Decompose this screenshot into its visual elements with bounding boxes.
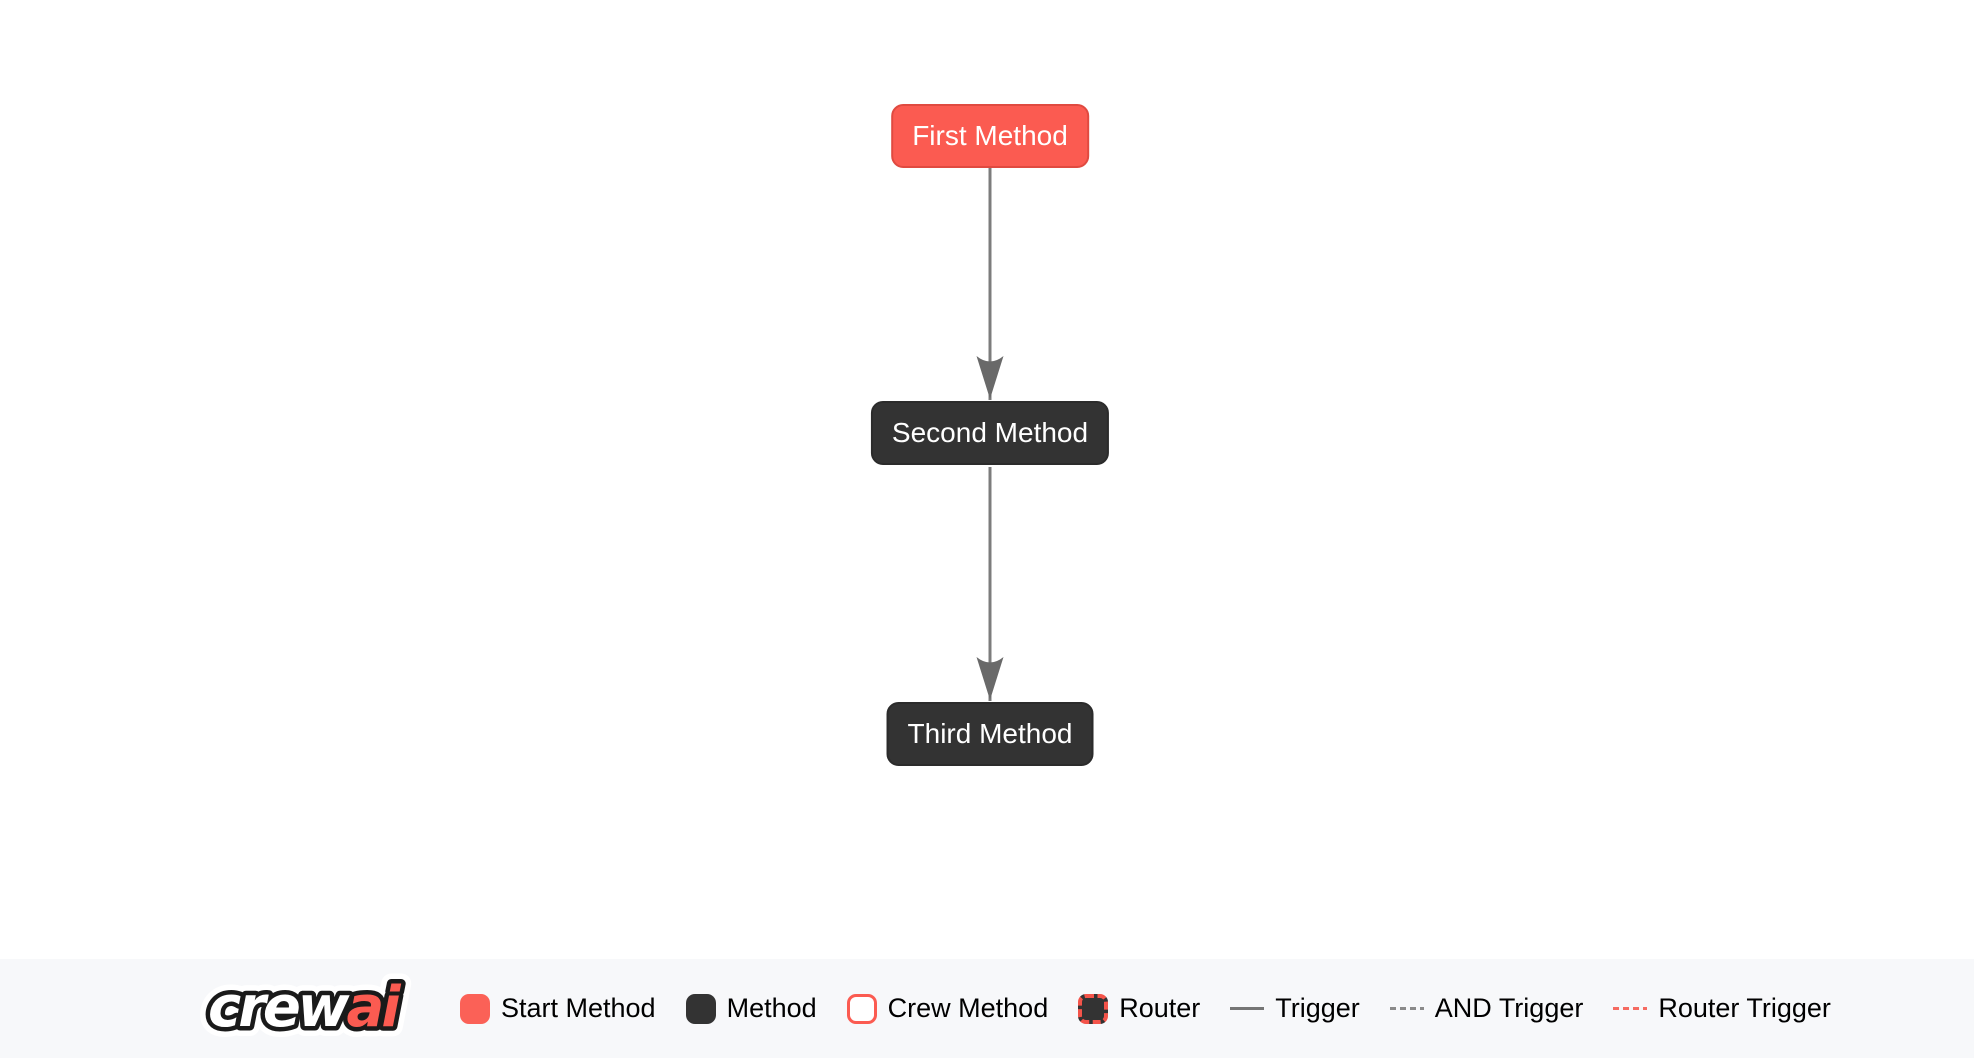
crewai-logo: crewai crewai — [198, 968, 414, 1050]
node-second-method[interactable]: Second Method — [870, 401, 1110, 465]
node-third-method[interactable]: Third Method — [886, 702, 1094, 766]
legend-bar: crewai crewai Start Method Method Crew M… — [0, 959, 1974, 1058]
and-trigger-line-swatch — [1389, 1007, 1424, 1010]
legend-item-and-trigger: AND Trigger — [1389, 993, 1584, 1024]
start-method-swatch — [460, 993, 490, 1024]
edge-first-to-second — [976, 167, 1004, 400]
crewai-logo-crew: crew — [208, 975, 350, 1040]
trigger-line-swatch — [1230, 1007, 1265, 1010]
legend-label-and-trigger: AND Trigger — [1434, 993, 1584, 1023]
crewai-logo-ai: ai — [347, 975, 402, 1040]
legend-label-method: Method — [726, 993, 817, 1023]
legend-label-trigger: Trigger — [1275, 993, 1360, 1023]
crewai-logo-text: crewai — [208, 975, 401, 1040]
edge-second-to-third — [976, 467, 1004, 701]
legend-label-router-trigger: Router Trigger — [1658, 993, 1831, 1023]
legend-item-router: Router — [1078, 993, 1200, 1024]
legend-item-crew-method: Crew Method — [846, 993, 1049, 1024]
router-trigger-line-swatch — [1613, 1007, 1648, 1010]
legend-item-router-trigger: Router Trigger — [1613, 993, 1831, 1024]
flow-canvas[interactable]: First Method Second Method Third Method — [0, 0, 1974, 959]
method-swatch — [685, 993, 716, 1024]
node-first-method[interactable]: First Method — [891, 104, 1089, 168]
legend-item-trigger: Trigger — [1230, 993, 1360, 1024]
legend-item-method: Method — [685, 993, 817, 1024]
crew-method-swatch — [846, 993, 877, 1024]
router-swatch — [1078, 993, 1109, 1024]
legend-label-router: Router — [1119, 993, 1201, 1023]
legend-label-start-method: Start Method — [501, 993, 656, 1023]
crewai-logo-halo: crewai — [208, 975, 401, 1040]
legend-label-crew-method: Crew Method — [887, 993, 1049, 1023]
legend-item-start-method: Start Method — [460, 993, 656, 1024]
